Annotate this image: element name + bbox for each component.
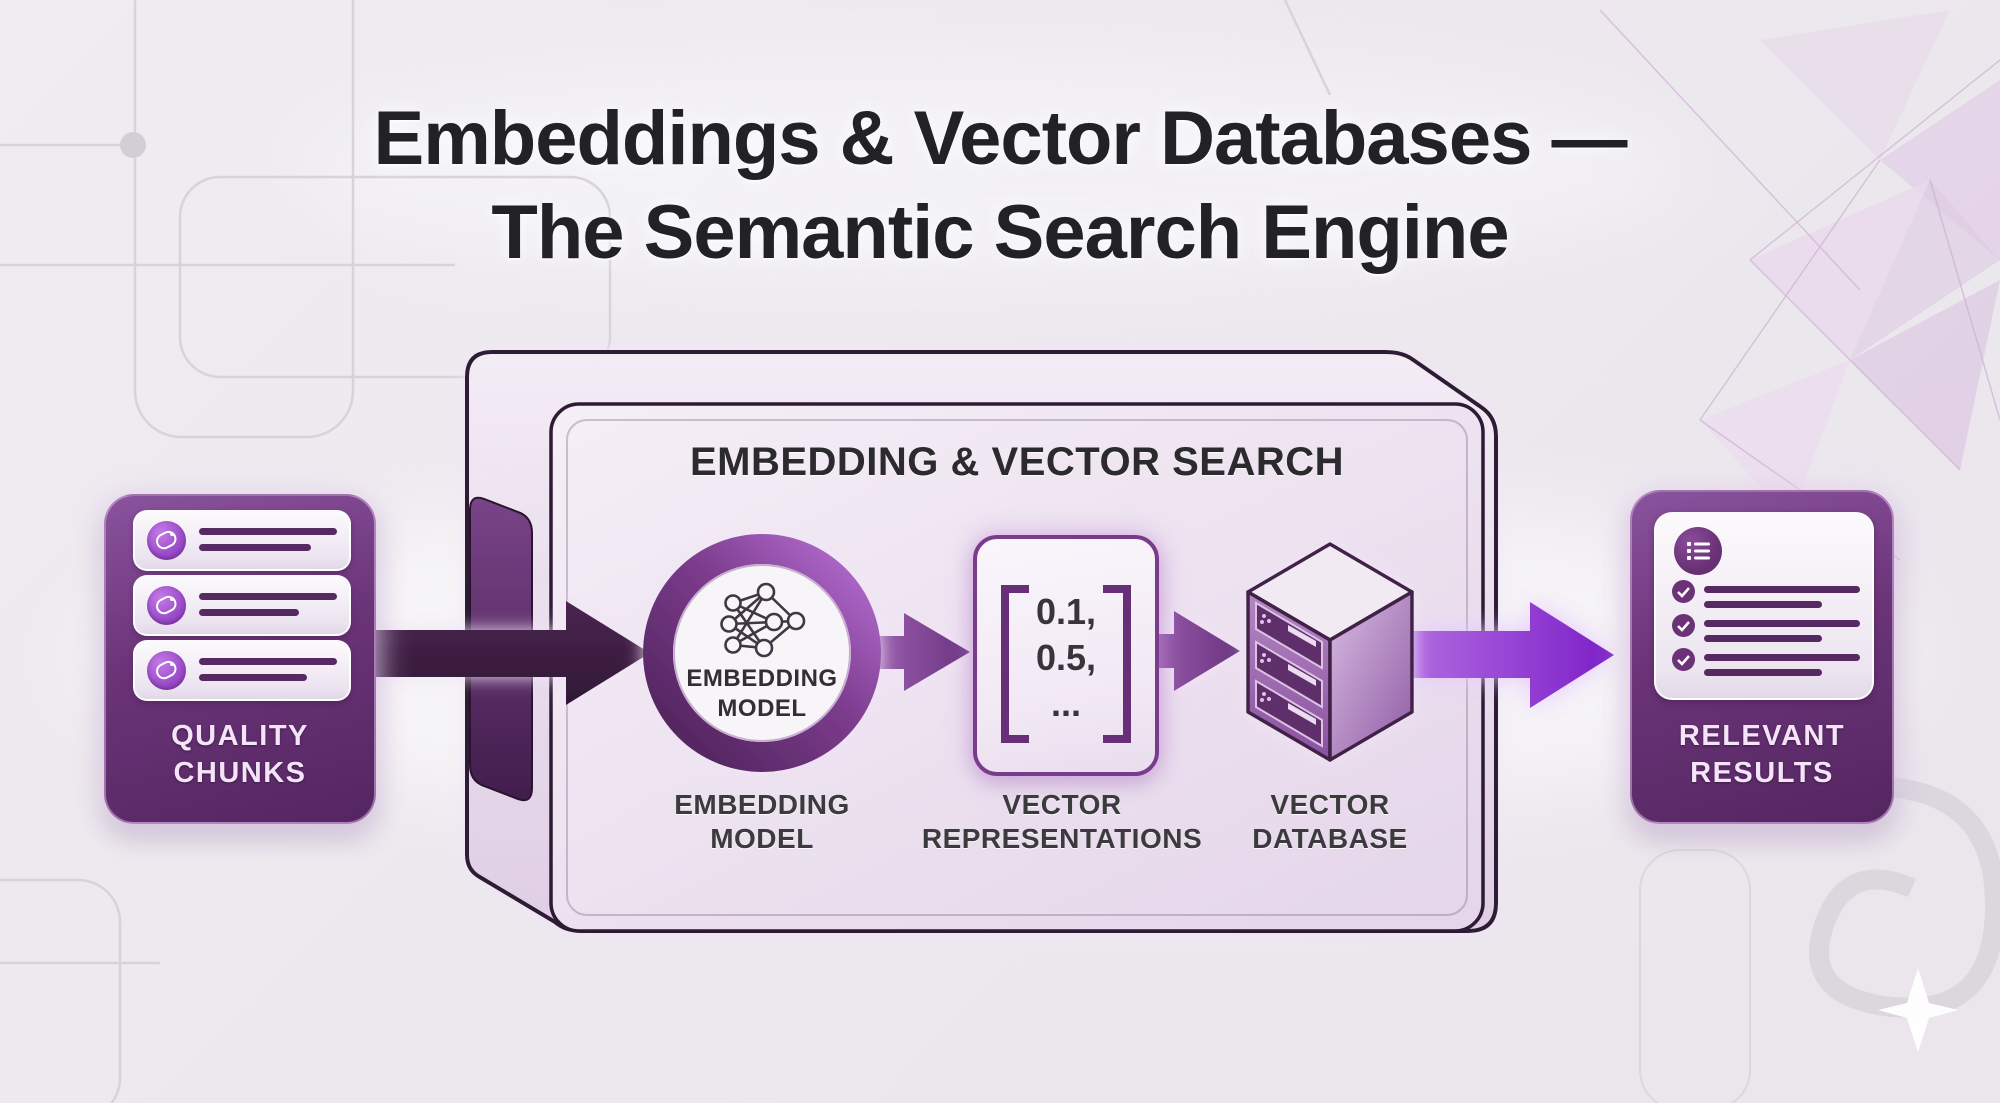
- check-icon: [1672, 580, 1695, 603]
- page-title-line1: Embeddings & Vector Databases —: [373, 96, 1628, 181]
- text-line: [199, 544, 311, 551]
- neural-network-icon: [720, 582, 806, 658]
- check-icon: [1672, 648, 1695, 671]
- text-line: [1704, 601, 1822, 608]
- chunk-row: [133, 640, 351, 701]
- vector-representations-card: 0.1, 0.5, ...: [973, 535, 1159, 776]
- model-to-vectors-arrow-icon: [874, 613, 970, 691]
- tag-icon: [147, 521, 186, 560]
- embedding-model-caption: EMBEDDING MODEL: [674, 789, 850, 854]
- quality-chunks-card: QUALITY CHUNKS: [104, 494, 376, 824]
- left-bracket: [1001, 585, 1029, 743]
- page-title: Embeddings & Vector Databases — The Sema…: [0, 92, 2000, 280]
- box-header: EMBEDDING & VECTOR SEARCH: [689, 440, 1345, 484]
- text-line: [199, 593, 337, 600]
- text-line: [1704, 635, 1822, 642]
- output-arrow-icon: [1408, 602, 1614, 708]
- vector-representations-caption: VECTOR REPRESENTATIONS: [921, 789, 1203, 854]
- sparkle-icon: [1878, 968, 1958, 1052]
- circuit-lines-decor: [0, 0, 1330, 1103]
- relevant-results-card: RELEVANT RESULTS: [1630, 490, 1894, 824]
- page-title-line2: The Semantic Search Engine: [491, 190, 1509, 275]
- relevant-results-label: RELEVANT RESULTS: [1678, 720, 1846, 789]
- vector-database-caption: VECTOR DATABASE: [1252, 789, 1408, 854]
- embedding-model-node: [643, 534, 881, 772]
- vector-values: 0.1, 0.5, ...: [1035, 591, 1097, 724]
- database-drawers: [1255, 601, 1323, 748]
- input-arrow-icon: [372, 601, 650, 705]
- circuit-node-decor: [120, 132, 146, 158]
- text-line: [199, 528, 337, 535]
- text-line: [199, 609, 299, 616]
- tag-icon: [147, 651, 186, 690]
- results-panel: [1654, 512, 1874, 700]
- vectors-to-database-arrow-icon: [1144, 611, 1240, 691]
- text-line: [199, 658, 337, 665]
- chunk-row: [133, 510, 351, 571]
- text-line: [1704, 654, 1860, 661]
- chunk-row: [133, 575, 351, 636]
- text-line: [199, 674, 307, 681]
- checklist-icon: [1674, 527, 1722, 575]
- text-line: [1704, 669, 1822, 676]
- text-line: [1704, 620, 1860, 627]
- embedding-model-circle-label: EMBEDDING MODEL: [686, 665, 838, 722]
- right-bracket: [1103, 585, 1131, 743]
- text-line: [1704, 586, 1860, 593]
- quality-chunks-label: QUALITY CHUNKS: [171, 720, 309, 789]
- check-icon: [1672, 614, 1695, 637]
- tag-icon: [147, 586, 186, 625]
